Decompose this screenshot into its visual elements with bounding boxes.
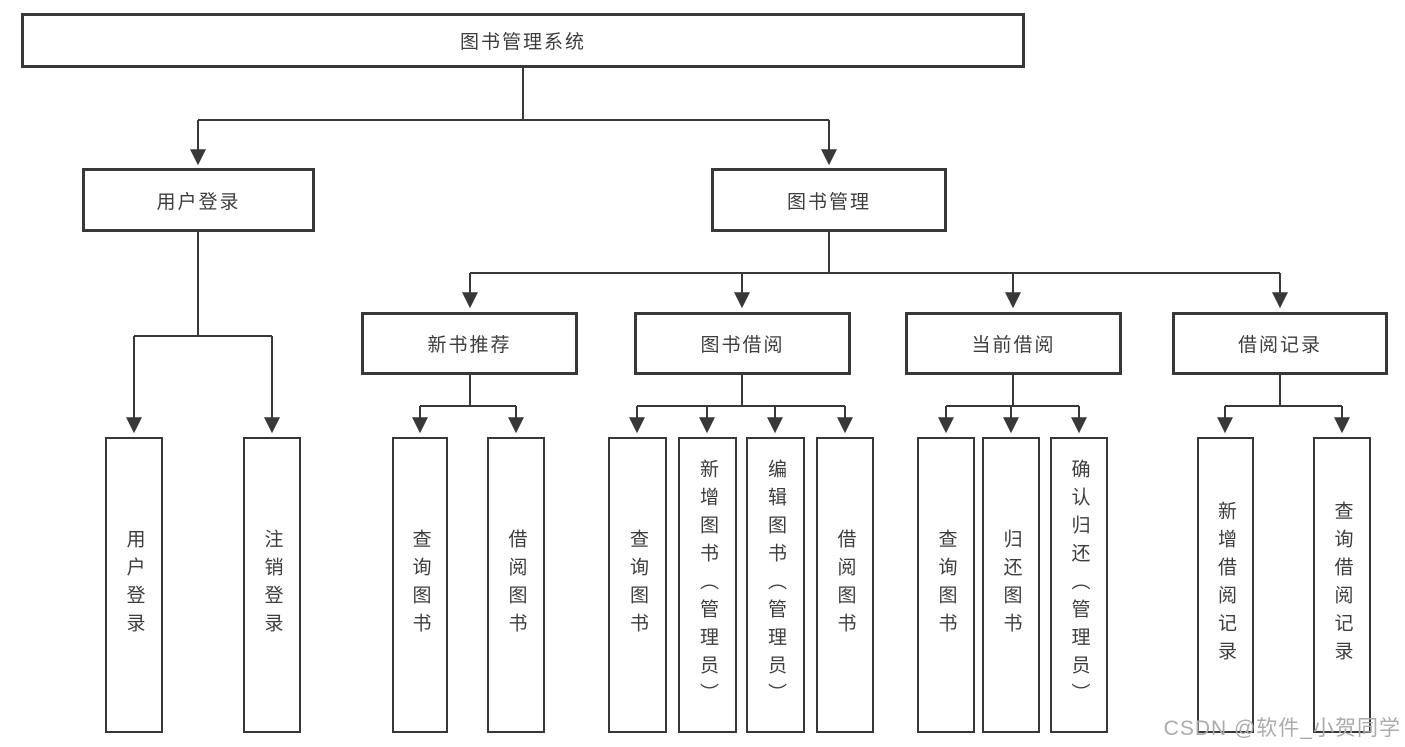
leaf-records-add-record: 新增借阅记录: [1197, 437, 1254, 733]
leaf-borrow-borrow-books: 借阅图书: [816, 437, 874, 733]
node-new-book-recommend: 新书推荐: [361, 312, 578, 375]
leaf-records-query-record: 查询借阅记录: [1313, 437, 1371, 733]
leaf-borrow-query-books: 查询图书: [608, 437, 667, 733]
leaf-current-confirm-return-admin: 确认归还（管理员）: [1050, 437, 1108, 733]
leaf-borrow-edit-books-admin: 编辑图书（管理员）: [746, 437, 805, 733]
leaf-newrec-borrow-books: 借阅图书: [487, 437, 545, 733]
leaf-current-return-books: 归还图书: [982, 437, 1040, 733]
leaf-logout: 注销登录: [243, 437, 301, 733]
leaf-borrow-add-books-admin: 新增图书（管理员）: [678, 437, 737, 733]
node-root: 图书管理系统: [21, 13, 1025, 68]
leaf-user-login: 用户登录: [105, 437, 163, 733]
node-current-borrowing: 当前借阅: [905, 312, 1122, 375]
csdn-watermark: CSDN @软件_小贺同学: [1163, 717, 1401, 740]
node-borrowing-records: 借阅记录: [1172, 312, 1388, 375]
leaf-current-query-books: 查询图书: [917, 437, 975, 733]
leaf-newrec-query-books: 查询图书: [392, 437, 448, 733]
node-book-borrowing: 图书借阅: [634, 312, 851, 375]
node-user-login: 用户登录: [82, 168, 315, 232]
node-book-management: 图书管理: [711, 168, 947, 232]
